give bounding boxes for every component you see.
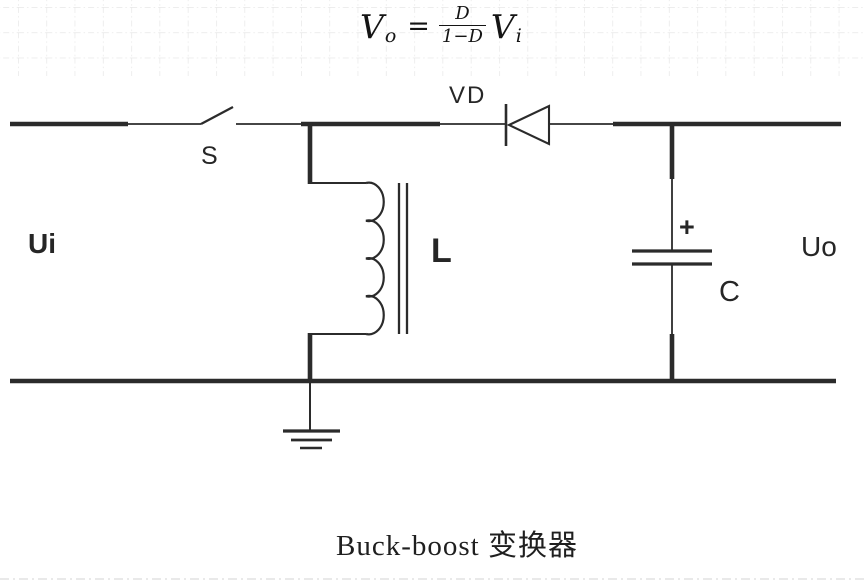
input-voltage-label: Ui: [28, 228, 56, 259]
switch-symbol: [200, 105, 234, 126]
inductor-core: [397, 183, 409, 334]
diode-symbol: [504, 104, 551, 146]
inductor-symbol: [307, 122, 409, 382]
formula-numerator: D: [455, 3, 470, 25]
formula-sub-o: o: [384, 24, 397, 47]
diode-label: VD: [449, 82, 487, 109]
output-voltage-formula: V o = D 1−D V i: [360, 0, 522, 52]
formula-equals: =: [407, 10, 430, 42]
formula-v-out: V: [360, 6, 384, 46]
capacitor-plus-sign: +: [679, 212, 695, 242]
ground-symbol: [283, 381, 340, 450]
inductor-label: L: [431, 232, 452, 270]
output-voltage-label: Uo: [801, 231, 837, 262]
formula-denominator: 1−D: [438, 25, 486, 48]
switch-label: S: [201, 142, 218, 170]
figure-caption: Buck-boost 变换器: [336, 530, 578, 562]
capacitor-symbol: [632, 122, 712, 382]
formula-v-in: V: [490, 6, 515, 46]
capacitor-label: C: [719, 276, 740, 308]
formula-fraction: D 1−D: [438, 3, 486, 48]
formula-sub-i: i: [515, 24, 522, 47]
